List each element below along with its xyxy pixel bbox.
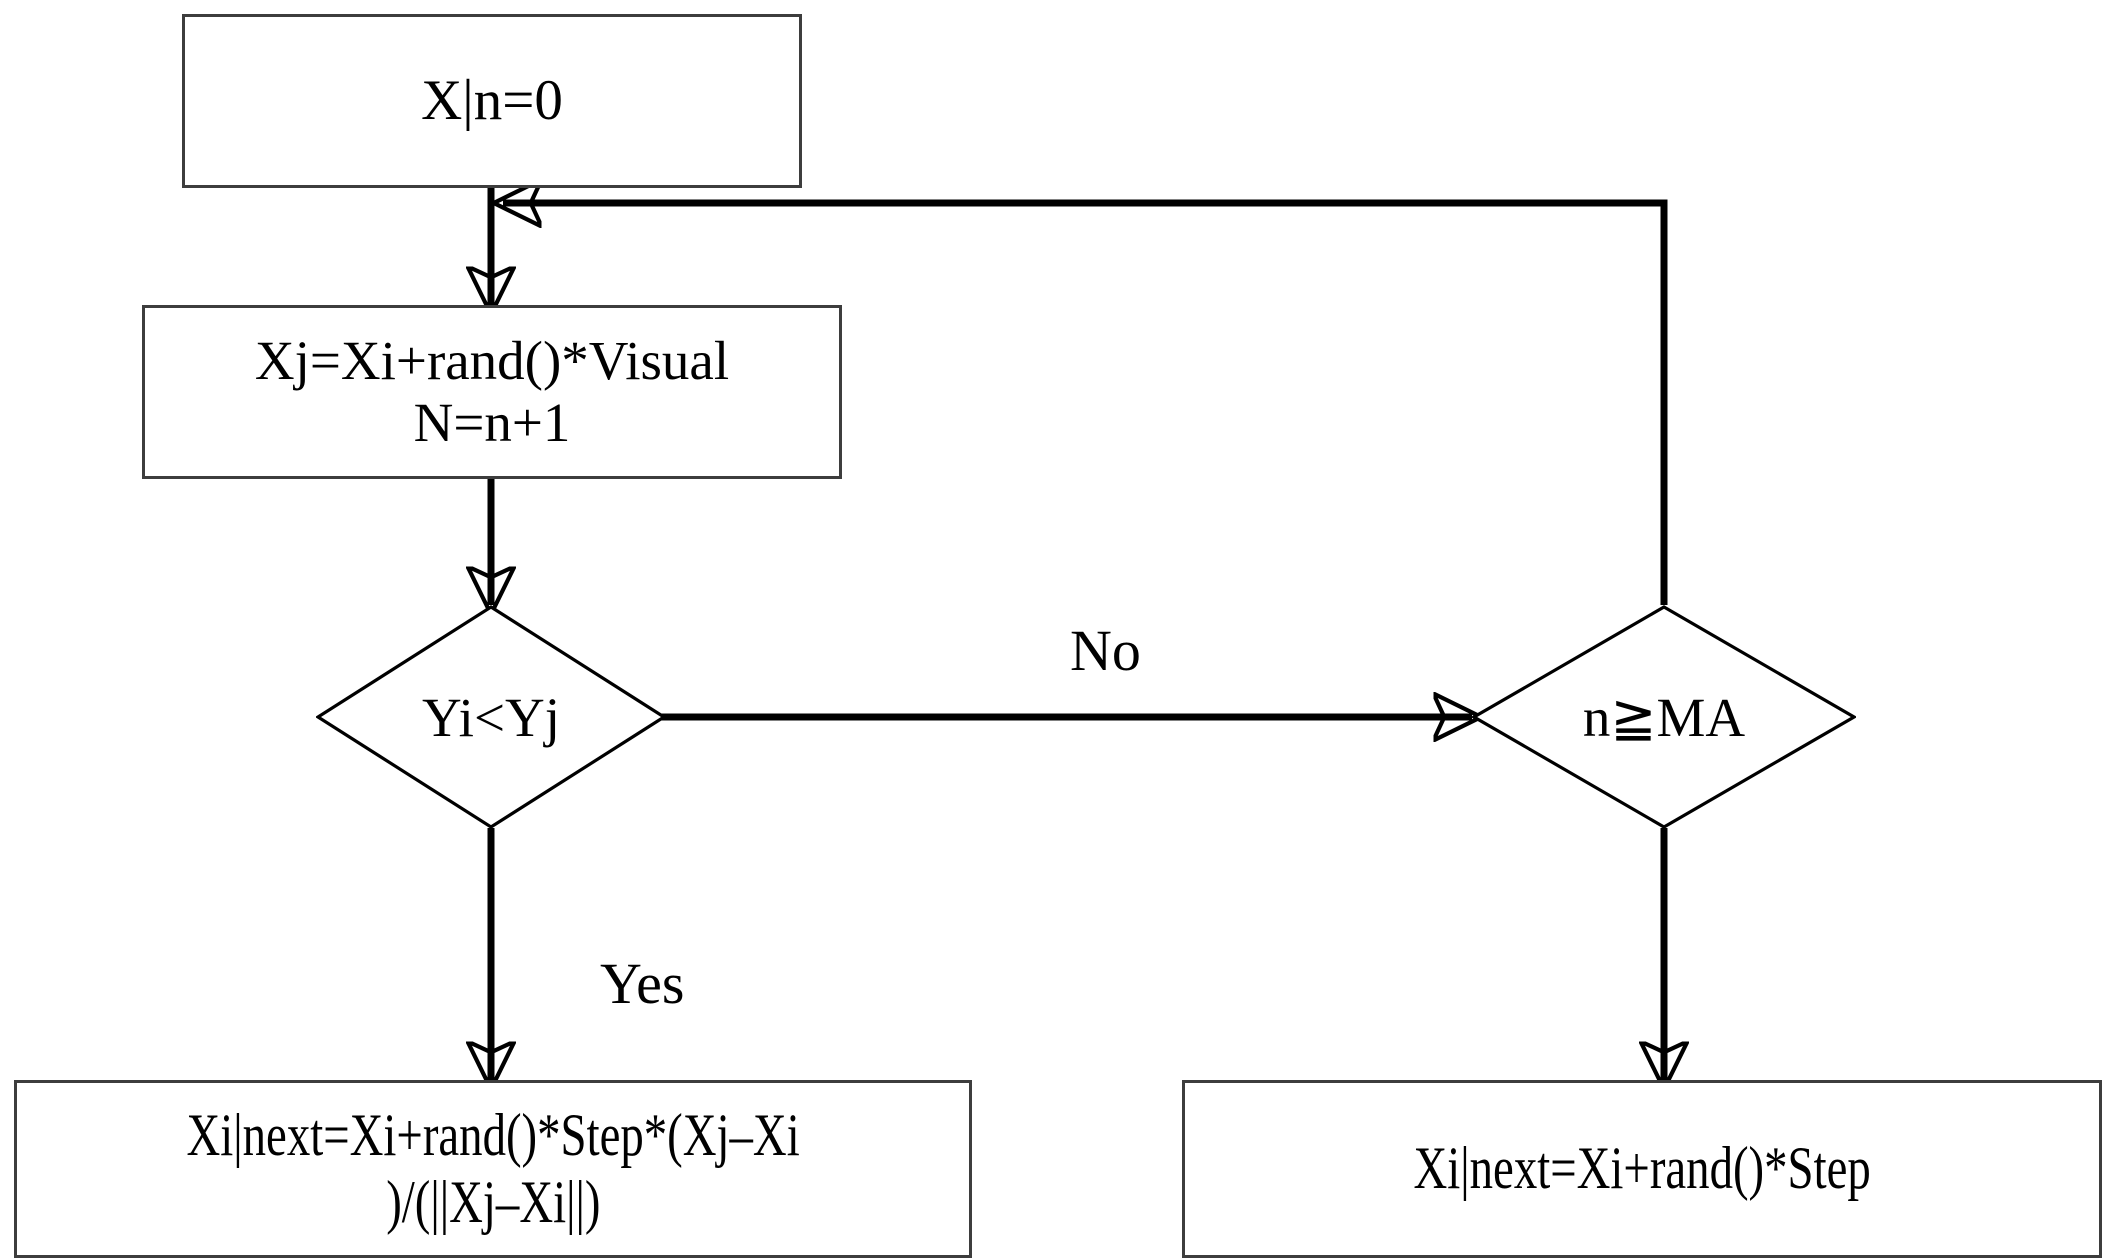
node-move-toward-line-2: )/(||Xj–Xi||): [385, 1169, 601, 1235]
node-init-line-1: X|n=0: [421, 69, 563, 133]
compare-diamond-shape: [316, 605, 666, 829]
node-random-move-line-1: Xi|next=Xi+rand()*Step: [1413, 1135, 1871, 1202]
edge-label-yes: Yes: [600, 951, 685, 1016]
node-compare[interactable]: Yi<Yj: [316, 605, 666, 829]
node-trycount-label: n≧MA: [1472, 605, 1856, 829]
node-compare-label: Yi<Yj: [316, 605, 666, 829]
node-init[interactable]: X|n=0: [182, 14, 802, 188]
edge-label-no: No: [1070, 618, 1141, 683]
node-compare-line-1: Yi<Yj: [422, 686, 560, 748]
node-move-toward-line-1: Xi|next=Xi+rand()*Step*(Xj–Xi: [186, 1101, 800, 1168]
node-sense[interactable]: Xj=Xi+rand()*Visual N=n+1: [142, 305, 842, 479]
node-trycount-line-1: n≧MA: [1582, 687, 1746, 748]
node-sense-line-1: Xj=Xi+rand()*Visual: [254, 330, 730, 392]
node-move-toward[interactable]: Xi|next=Xi+rand()*Step*(Xj–Xi )/(||Xj–Xi…: [14, 1080, 972, 1258]
node-sense-line-2: N=n+1: [413, 392, 571, 453]
trycount-diamond-shape: [1472, 605, 1856, 829]
node-trycount[interactable]: n≧MA: [1472, 605, 1856, 829]
node-random-move[interactable]: Xi|next=Xi+rand()*Step: [1182, 1080, 2102, 1258]
